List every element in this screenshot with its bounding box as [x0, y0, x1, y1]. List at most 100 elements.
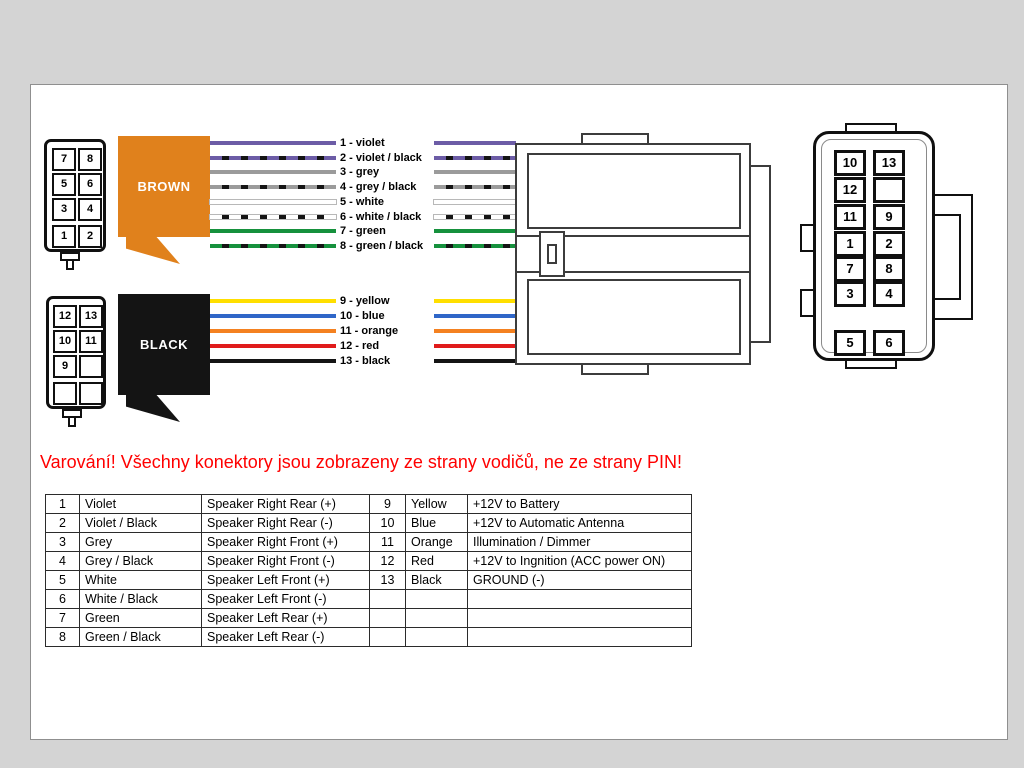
wire-segment	[434, 299, 516, 303]
function-cell: Speaker Left Rear (-)	[201, 627, 370, 647]
pin-box: 12	[53, 305, 77, 328]
black-block-label: BLACK	[140, 337, 188, 352]
pin-box: 11	[79, 330, 103, 353]
pin-cell: 5	[45, 570, 80, 590]
wire-segment	[434, 156, 516, 160]
connector-tab	[60, 252, 80, 261]
wire-label: 9 - yellow	[340, 295, 390, 307]
color-cell	[405, 589, 468, 609]
function-cell: Illumination / Dimmer	[467, 532, 692, 552]
pin-box: 3	[52, 198, 76, 221]
color-cell: White	[79, 570, 202, 590]
connector-rear-body: 10 13 12 11 9 1 2 7 8 3 4 5 6	[813, 131, 935, 361]
wire-segment	[209, 199, 337, 205]
wire-segment	[434, 185, 516, 189]
wire-row: 3 - grey	[210, 165, 516, 179]
function-cell: Speaker Right Rear (+)	[201, 494, 370, 514]
wire-segment	[210, 359, 336, 363]
wire-label: 5 - white	[340, 196, 385, 208]
connector-front-brown: 7 8 5 6 3 4 1 2	[44, 139, 106, 252]
wire-segment	[210, 329, 336, 333]
wire-row: 7 - green	[210, 224, 516, 238]
table-row: 3 Grey Speaker Right Front (+) 11 Orange…	[45, 532, 692, 552]
pin-box: 1	[834, 231, 866, 257]
function-cell	[467, 627, 692, 647]
wire-segment	[434, 359, 516, 363]
color-cell	[405, 608, 468, 628]
function-cell: GROUND (-)	[467, 570, 692, 590]
rear-left-tab	[800, 289, 813, 317]
pin-box	[53, 382, 77, 405]
pin-cell: 2	[45, 513, 80, 533]
wire-label: 6 - white / black	[340, 211, 422, 223]
function-cell	[467, 608, 692, 628]
pin-cell: 11	[369, 532, 406, 552]
wire-label: 7 - green	[340, 225, 386, 237]
pin-cell: 10	[369, 513, 406, 533]
pin-box	[873, 177, 905, 203]
wire-label: 13 - black	[340, 355, 391, 367]
color-cell: Grey / Black	[79, 551, 202, 571]
wire-segment	[210, 170, 336, 174]
pin-cell	[369, 589, 406, 609]
pin-cell: 4	[45, 551, 80, 571]
brown-block: BROWN	[118, 136, 210, 237]
connector-front-black: 12 13 10 11 9	[46, 296, 106, 409]
wire-label: 12 - red	[340, 340, 380, 352]
table-row: 2 Violet / Black Speaker Right Rear (-) …	[45, 513, 692, 533]
pin-cell: 6	[45, 589, 80, 609]
color-cell: Violet / Black	[79, 513, 202, 533]
wire-segment	[434, 170, 516, 174]
wire-row: 10 - blue	[210, 309, 516, 323]
pin-cell: 7	[45, 608, 80, 628]
pin-cell: 3	[45, 532, 80, 552]
wire-segment	[210, 344, 336, 348]
wire-segment	[210, 314, 336, 318]
pin-box: 11	[834, 204, 866, 230]
pin-box: 4	[78, 198, 102, 221]
pin-box	[79, 382, 103, 405]
rear-top-tab	[845, 123, 897, 133]
color-cell: Red	[405, 551, 468, 571]
wire-segment	[433, 199, 517, 205]
pin-cell	[369, 627, 406, 647]
pin-box: 7	[834, 256, 866, 282]
pin-box	[79, 355, 103, 378]
wire-row: 6 - white / black	[209, 210, 517, 224]
function-cell: +12V to Automatic Antenna	[467, 513, 692, 533]
wire-row: 1 - violet	[210, 136, 516, 150]
pin-box: 13	[79, 305, 103, 328]
pin-box: 13	[873, 150, 905, 176]
function-cell: Speaker Left Front (+)	[201, 570, 370, 590]
wire-row: 13 - black	[210, 354, 516, 368]
pin-box: 4	[873, 281, 905, 307]
function-cell: Speaker Right Rear (-)	[201, 513, 370, 533]
wire-row: 9 - yellow	[210, 294, 516, 308]
wire-label: 3 - grey	[340, 166, 380, 178]
wire-segment	[433, 214, 517, 220]
pin-function-table: 1 Violet Speaker Right Rear (+) 9 Yellow…	[45, 494, 692, 647]
wire-row: 5 - white	[209, 195, 517, 209]
rear-right-bracket-inner	[933, 214, 961, 300]
pin-cell: 1	[45, 494, 80, 514]
pin-cell: 8	[45, 627, 80, 647]
connector-housing-drawing	[515, 133, 771, 375]
pin-box: 6	[78, 173, 102, 196]
wire-label: 11 - orange	[340, 325, 399, 337]
table-row: 7 Green Speaker Left Rear (+)	[45, 608, 692, 628]
wire-segment	[434, 344, 516, 348]
color-cell	[405, 627, 468, 647]
wire-label: 10 - blue	[340, 310, 385, 322]
pin-box: 9	[53, 355, 77, 378]
connector-tab	[68, 418, 76, 427]
pin-box: 8	[873, 256, 905, 282]
function-cell: Speaker Left Rear (+)	[201, 608, 370, 628]
wire-segment	[434, 141, 516, 145]
pin-cell	[369, 608, 406, 628]
wire-segment	[434, 229, 516, 233]
wire-row: 11 - orange	[210, 324, 516, 338]
table-row: 8 Green / Black Speaker Left Rear (-)	[45, 627, 692, 647]
pin-box: 2	[78, 225, 102, 248]
pin-box: 5	[834, 330, 866, 356]
color-cell: Yellow	[405, 494, 468, 514]
